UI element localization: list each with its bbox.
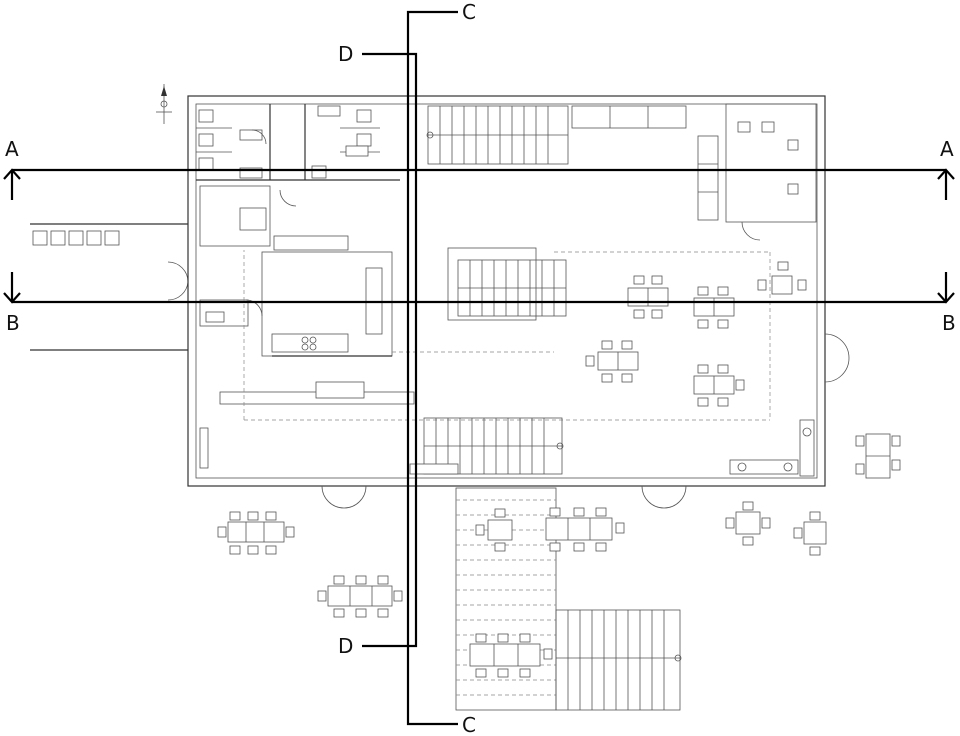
central-staircase — [243, 247, 771, 421]
terrace-deck — [455, 487, 682, 711]
section-label-c-top: C — [462, 0, 476, 24]
section-label-b-right: B — [942, 311, 956, 335]
section-line-c — [406, 10, 458, 726]
section-label-d-top: D — [338, 42, 353, 66]
section-label-c-bottom: C — [462, 713, 476, 736]
left-annex — [30, 223, 189, 351]
lower-staircase — [423, 417, 564, 475]
office-room — [697, 103, 850, 477]
building-walls — [187, 95, 826, 487]
interior-tables — [585, 261, 807, 407]
exterior-tables — [217, 433, 901, 678]
section-label-a-left: A — [5, 137, 19, 161]
upper-staircase — [426, 105, 687, 165]
section-line-d — [362, 52, 418, 648]
section-line-b — [3, 272, 955, 304]
section-label-a-right: A — [940, 137, 954, 161]
entrances — [321, 463, 687, 509]
north-arrow-icon — [156, 84, 172, 124]
section-label-b-left: B — [6, 311, 20, 335]
section-label-d-bottom: D — [338, 634, 353, 658]
section-line-a — [3, 168, 955, 200]
